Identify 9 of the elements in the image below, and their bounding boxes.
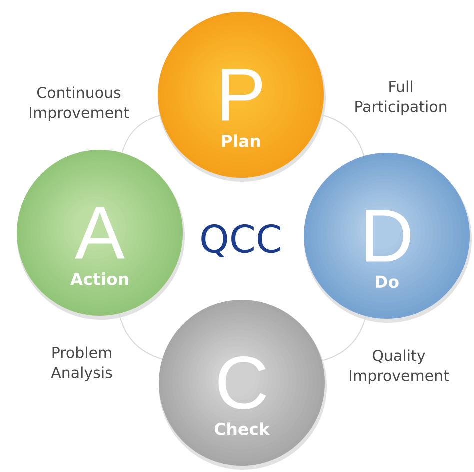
connector-arc <box>122 115 161 154</box>
edge-label: Continuous Improvement <box>30 86 130 122</box>
connector-arc <box>322 316 367 362</box>
edge-label: Full Participation <box>356 80 447 116</box>
edge-label: Problem Analysis <box>51 346 112 382</box>
edge-label: Quality Improvement <box>350 350 450 384</box>
center-title: QCC <box>202 224 280 258</box>
connector-arc <box>118 313 163 360</box>
connector-arc <box>321 114 365 157</box>
